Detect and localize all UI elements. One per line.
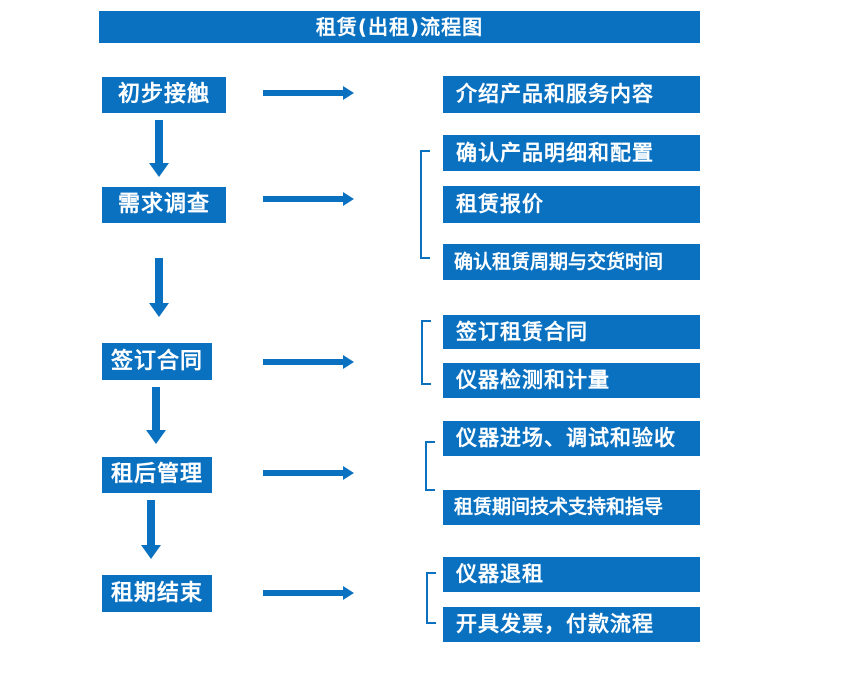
- right-arrow-2-head-icon: [343, 192, 354, 206]
- detail-box-invoice-payment: 开具发票，付款流程: [443, 607, 700, 642]
- right-arrow-1: [263, 86, 354, 100]
- right-arrow-2-shaft: [263, 196, 343, 202]
- detail-box-confirm-product-details: 确认产品明细和配置: [443, 135, 700, 171]
- down-arrow-3: [146, 387, 166, 444]
- down-arrow-2: [149, 258, 169, 317]
- down-arrow-3-shaft: [152, 387, 160, 430]
- down-arrow-4-shaft: [147, 500, 155, 545]
- right-arrow-5: [263, 586, 354, 600]
- down-arrow-2-head-icon: [149, 303, 169, 317]
- down-arrow-1: [149, 120, 169, 177]
- right-arrow-4-head-icon: [343, 466, 354, 480]
- right-arrow-4-shaft: [263, 470, 343, 476]
- step-box-sign-contract: 签订合同: [102, 343, 212, 380]
- flowchart-title: 租赁(出租)流程图: [99, 11, 700, 43]
- right-arrow-5-shaft: [263, 590, 343, 596]
- right-arrow-2: [263, 192, 354, 206]
- right-arrow-1-head-icon: [343, 86, 354, 100]
- right-arrow-3-shaft: [263, 359, 343, 365]
- bracket-group-demand-survey: [420, 150, 430, 259]
- down-arrow-4: [141, 500, 161, 559]
- down-arrow-1-shaft: [155, 120, 163, 163]
- step-box-initial-contact: 初步接触: [102, 77, 226, 113]
- detail-box-instrument-setup: 仪器进场、调试和验收: [443, 421, 700, 456]
- down-arrow-4-head-icon: [141, 545, 161, 559]
- right-arrow-5-head-icon: [343, 586, 354, 600]
- bracket-group-sign-contract: [421, 320, 431, 385]
- right-arrow-1-shaft: [263, 90, 343, 96]
- detail-box-instrument-return: 仪器退租: [443, 557, 700, 592]
- step-box-demand-survey: 需求调查: [102, 187, 226, 223]
- detail-box-rental-quote: 租赁报价: [443, 186, 700, 223]
- bracket-group-post-rental: [425, 441, 435, 491]
- down-arrow-2-shaft: [155, 258, 163, 303]
- detail-box-instrument-testing: 仪器检测和计量: [443, 363, 700, 398]
- right-arrow-3: [263, 355, 354, 369]
- right-arrow-3-head-icon: [343, 355, 354, 369]
- step-box-post-rental-management: 租后管理: [102, 457, 212, 493]
- detail-box-sign-rental-contract: 签订租赁合同: [443, 315, 700, 349]
- detail-box-confirm-rental-period: 确认租赁周期与交货时间: [443, 244, 700, 280]
- step-box-rental-end: 租期结束: [102, 575, 212, 612]
- down-arrow-1-head-icon: [149, 163, 169, 177]
- detail-box-tech-support: 租赁期间技术支持和指导: [443, 490, 700, 525]
- right-arrow-4: [263, 466, 354, 480]
- detail-box-introduce-products: 介绍产品和服务内容: [443, 76, 700, 113]
- down-arrow-3-head-icon: [146, 430, 166, 444]
- bracket-group-rental-end: [426, 572, 436, 624]
